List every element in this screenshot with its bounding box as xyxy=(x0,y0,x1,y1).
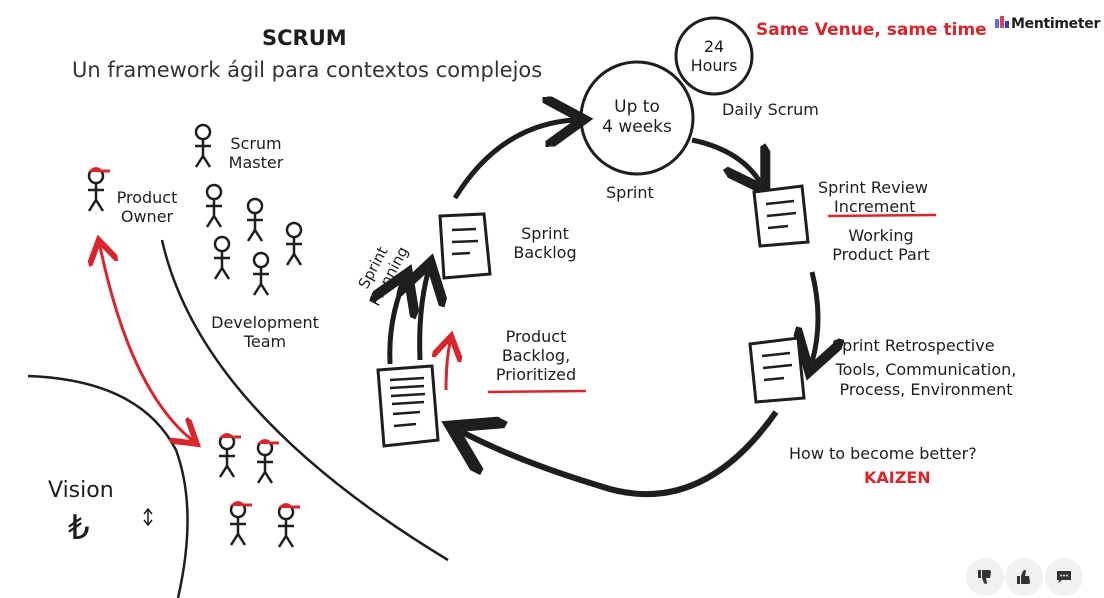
sprint-to-review-arrow xyxy=(691,137,760,182)
comment-button[interactable] xyxy=(1045,558,1083,596)
kaizen-label: KAIZEN xyxy=(864,468,931,487)
sprint-backlog-label: Sprint Backlog xyxy=(513,224,577,262)
thumbs-down-icon xyxy=(978,570,991,584)
dev-figure xyxy=(212,235,232,281)
dev-figure xyxy=(245,197,265,243)
product-owner-figure xyxy=(86,167,106,213)
brand-name: Mentimeter xyxy=(1011,16,1101,32)
resize-cursor-icon xyxy=(143,507,153,527)
increment-underline xyxy=(827,213,937,218)
stakeholder-figure xyxy=(276,503,296,549)
how-better-label: How to become better? xyxy=(789,444,977,463)
sprint-backlog-document xyxy=(438,212,492,280)
thumbs-down-button[interactable] xyxy=(966,558,1004,596)
thumbs-up-button[interactable] xyxy=(1005,558,1043,596)
same-venue-label: Same Venue, same time xyxy=(756,20,987,40)
thumbs-up-icon xyxy=(1017,570,1030,584)
sprint-label: Sprint xyxy=(606,183,654,202)
mentimeter-logo-icon xyxy=(995,16,1009,28)
backlog-up-arrow-2 xyxy=(420,272,428,361)
slide-title: SCRUM xyxy=(262,26,347,50)
increment-label: Increment xyxy=(834,197,916,216)
stakeholder-figure xyxy=(228,501,248,547)
prioritized-underline xyxy=(487,389,587,394)
stakeholder-figure xyxy=(255,439,275,485)
slide-subtitle: Un framework ágil para contextos complej… xyxy=(72,58,543,82)
scrum-master-figure xyxy=(193,123,213,169)
retro-to-backlog-arrow xyxy=(462,410,779,498)
development-team-label: Development Team xyxy=(211,313,319,351)
sprint-review-label: Sprint Review xyxy=(818,178,928,197)
po-stakeholder-arrow xyxy=(100,246,192,440)
prioritize-arrow xyxy=(446,342,450,391)
sprint-length-label: Up to 4 weeks xyxy=(602,97,672,137)
planning-to-sprint-arrow xyxy=(452,120,574,200)
retro-document xyxy=(748,336,806,404)
backlog-up-arrow-1 xyxy=(390,282,404,365)
product-owner-label: Product Owner xyxy=(116,188,178,226)
vision-symbol: ₺ xyxy=(68,508,90,548)
review-document xyxy=(752,184,810,248)
daily-scrum-label: Daily Scrum xyxy=(722,100,819,119)
vision-label: Vision xyxy=(48,478,114,503)
dev-figure xyxy=(204,183,224,229)
retro-topics-label: Tools, Communication, Process, Environme… xyxy=(835,360,1017,399)
product-backlog-document xyxy=(376,364,440,448)
product-owner-cap xyxy=(86,165,112,174)
comment-icon xyxy=(1057,571,1071,583)
sprint-retro-label: Sprint Retrospective xyxy=(832,336,995,355)
product-backlog-label: Product Backlog, Prioritized xyxy=(495,327,577,384)
dev-figure xyxy=(284,221,304,267)
stakeholder-figure xyxy=(217,433,237,479)
daily-hours-label: 24 Hours xyxy=(690,37,738,75)
dev-figure xyxy=(251,251,271,297)
review-to-retro-arrow xyxy=(812,271,818,362)
daily-circle xyxy=(674,16,754,96)
scrum-master-label: Scrum Master xyxy=(228,134,284,172)
working-product-label: Working Product Part xyxy=(832,226,930,264)
